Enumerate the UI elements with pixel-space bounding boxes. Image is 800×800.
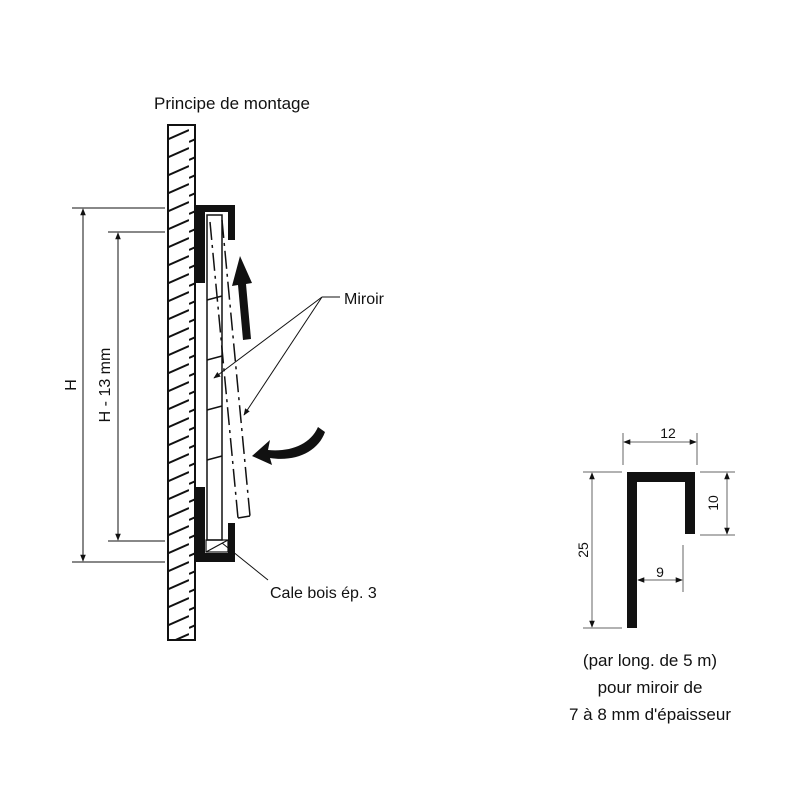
wood-shim (205, 539, 229, 553)
mirror-installed (206, 214, 223, 541)
mirror-tilted (209, 219, 251, 519)
shim-leader-line (221, 542, 269, 581)
profile-caption-3: 7 à 8 mm d'épaisseur (569, 705, 731, 724)
dim-height-label: 25 (575, 542, 591, 558)
profile-section (627, 472, 695, 628)
bottom-profile (195, 487, 235, 562)
profile-dimensions (583, 433, 735, 629)
dim-gap-label: 9 (656, 564, 664, 580)
slide-up-arrow (232, 256, 252, 340)
mirror-label: Miroir (344, 291, 385, 308)
profile-caption-2: pour miroir de (598, 678, 703, 697)
top-profile (195, 205, 235, 283)
dim-h-label: H (63, 379, 80, 391)
push-in-arrow (252, 427, 325, 465)
diagram-title: Principe de montage (154, 94, 310, 113)
wall (167, 124, 196, 641)
dimension-h (72, 207, 165, 563)
dim-lip-label: 10 (705, 495, 721, 511)
dim-width-label: 12 (660, 425, 676, 441)
wood-shim-label: Cale bois ép. 3 (270, 585, 377, 602)
dim-h-minus-label: H - 13 mm (97, 348, 114, 423)
mirror-leader-lines (213, 296, 340, 416)
profile-caption-1: (par long. de 5 m) (583, 651, 717, 670)
